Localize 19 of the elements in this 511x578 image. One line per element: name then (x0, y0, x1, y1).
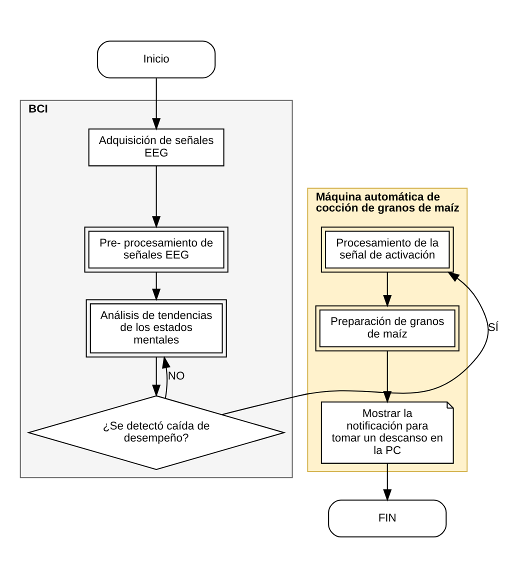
arrow (152, 357, 161, 397)
arrow (152, 272, 161, 302)
node-diamond: ¿Se detectó caída de desempeño? (26, 395, 286, 470)
node-box: FIN (328, 500, 447, 538)
arrow (383, 272, 392, 308)
node-box: Pre- procesamiento de señales EEG (84, 226, 228, 273)
node-box: Inicio (97, 40, 216, 78)
arrow (383, 463, 392, 502)
arrow (162, 356, 170, 398)
node-box: Análisis de tendencias de los estados mentales (86, 299, 227, 358)
edge-label: SÍ (488, 322, 498, 334)
arrow (152, 166, 161, 228)
edge-label: NO (168, 370, 185, 382)
arrow (383, 351, 392, 404)
node-box: Adquisición de señales EEG (88, 128, 224, 166)
arrow (152, 78, 161, 130)
node-box: Procesamiento de la señal de activación (320, 226, 454, 273)
arrow (222, 272, 489, 416)
node-box: Preparación de granos de maíz (315, 305, 460, 352)
